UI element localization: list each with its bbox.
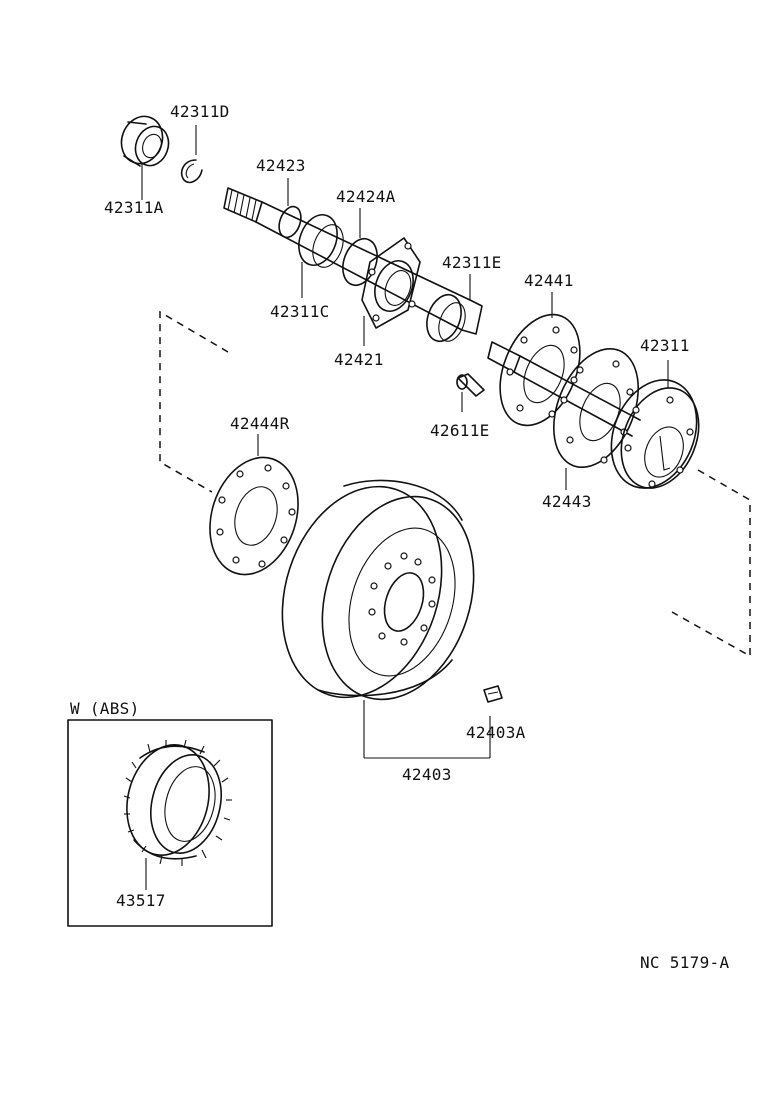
part-label-42403: 42403 [402,765,452,784]
part-label-43517: 43517 [116,891,166,910]
hub-bolt-42611e-drawing [456,373,485,412]
abs-box-title: W (ABS) [70,699,140,718]
brake-drum-42403-drawing [281,479,491,759]
part-label-42311c: 42311C [270,302,330,321]
part-label-42311: 42311 [640,336,690,355]
part-label-42441: 42441 [524,271,574,290]
abs-box-frame [67,719,273,927]
gasket-42441-drawing [499,313,581,427]
cover-42311-drawing [610,360,700,489]
drawing-code: NC 5179-A [640,953,730,972]
assembly-reference-lines [159,310,751,658]
label-leader-lines [141,164,553,346]
part-label-42611e: 42611E [430,421,490,440]
snap-ring-42311d-drawing [180,125,203,184]
part-label-42421: 42421 [334,350,384,369]
part-label-42311a: 42311A [104,198,164,217]
part-label-42311d: 42311D [170,102,230,121]
sensor-rotor-43517-drawing [123,739,232,890]
shim-42444r-drawing [209,434,299,576]
part-label-42311e: 42311E [442,253,502,272]
part-label-42424a: 42424A [336,187,396,206]
hole-plug-42403a-drawing [483,685,503,703]
part-label-42443: 42443 [542,492,592,511]
part-label-42403a: 42403A [466,723,526,742]
part-label-42444r: 42444R [230,414,290,433]
axle-shaft-drawing [223,187,641,437]
part-label-42423: 42423 [256,156,306,175]
bearing-42311a-drawing [120,115,170,167]
